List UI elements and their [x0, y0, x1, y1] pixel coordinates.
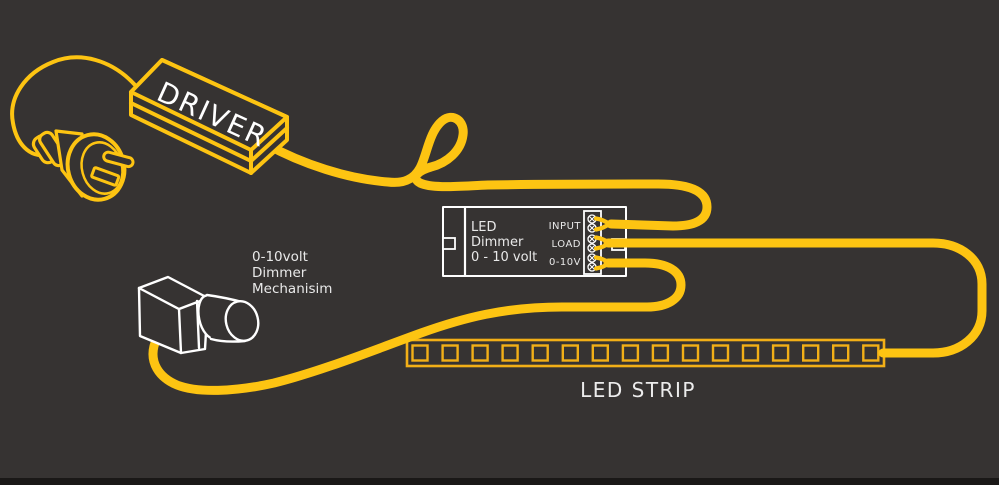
led-segment — [561, 344, 579, 362]
led-segment — [501, 344, 519, 362]
led-segment — [711, 344, 730, 362]
led-strip-segments — [411, 344, 880, 362]
terminal-label-load: LOAD — [552, 239, 581, 250]
led-segment — [441, 344, 459, 362]
led-strip: LED STRIP — [405, 338, 886, 402]
led-segment — [471, 344, 489, 362]
led-segment — [832, 344, 850, 362]
mechanism-edges — [137, 286, 210, 355]
input-fork-connector — [593, 216, 612, 232]
led-segment — [591, 344, 609, 362]
led-segment — [621, 344, 640, 362]
led-segment — [862, 344, 880, 362]
wire-driver-to-input — [261, 112, 712, 231]
led-segment — [681, 344, 700, 362]
terminal-label-0-10v: 0-10V — [549, 257, 581, 268]
footer-bar — [0, 478, 999, 485]
driver-box-top-face — [129, 58, 289, 152]
module-name-line2: Dimmer — [471, 235, 524, 250]
dimmer-mechanism: 0-10volt Dimmer Mechanisim — [137, 249, 332, 355]
module-name-line3: 0 - 10 volt — [471, 250, 537, 265]
power-plug — [31, 129, 135, 202]
load-fork-connector — [593, 235, 612, 251]
led-strip-label: LED STRIP — [580, 378, 696, 402]
wires — [148, 112, 987, 395]
led-segment — [802, 344, 820, 362]
terminal-label-input: INPUT — [549, 221, 582, 232]
led-segment — [771, 344, 790, 362]
wire-load-to-strip — [603, 238, 987, 358]
module-name-line1: LED — [471, 220, 496, 235]
knob-front-face — [224, 300, 260, 342]
plug-pin-bottom — [90, 166, 121, 187]
mechanism-caption-line2: Dimmer — [252, 265, 307, 281]
led-segment — [531, 344, 549, 362]
led-segment — [741, 344, 760, 362]
wire-0-10v-to-mechanism — [148, 258, 686, 395]
0-10v-fork-connector — [593, 255, 612, 271]
driver-box-seam — [129, 101, 289, 175]
dimmer-module-left-port — [442, 237, 456, 250]
mechanism-caption-line3: Mechanisim — [252, 281, 332, 297]
mechanism-caption-line1: 0-10volt — [252, 249, 308, 265]
plug-pin-top — [102, 150, 135, 169]
power-cord — [10, 55, 137, 158]
led-segment — [651, 344, 670, 362]
led-strip-body — [405, 338, 886, 368]
led-segment — [411, 344, 429, 362]
